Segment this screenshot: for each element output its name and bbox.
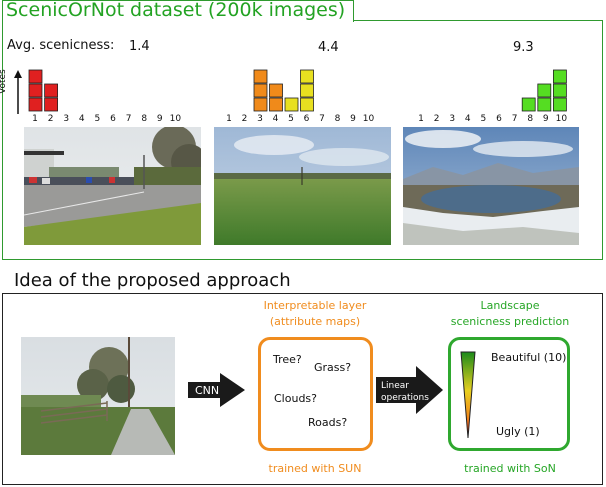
histogram-image-1 bbox=[28, 69, 59, 112]
linear-operations-arrow-icon bbox=[376, 366, 443, 414]
vote-block-1-2 bbox=[28, 83, 43, 98]
vote-block-1-1 bbox=[28, 97, 43, 112]
vote-block-10-1 bbox=[552, 97, 567, 112]
vote-block-10-2 bbox=[552, 83, 567, 98]
interpretable-layer-title: Interpretable layer (attribute maps) bbox=[245, 298, 385, 330]
tick-label: 1 bbox=[32, 114, 38, 124]
tick-label: 6 bbox=[110, 114, 116, 124]
vote-block-3-3 bbox=[253, 69, 268, 84]
vote-block-6-1 bbox=[300, 97, 314, 112]
tick-label: 4 bbox=[272, 114, 279, 124]
attribute-grass: Grass? bbox=[314, 361, 352, 374]
rural-lane-photo bbox=[21, 337, 175, 455]
tick-label: 3 bbox=[257, 114, 263, 124]
score-image-1: 1.4 bbox=[129, 39, 150, 54]
trained-with-son-label: trained with SoN bbox=[464, 462, 556, 475]
tick-label: 2 bbox=[241, 114, 248, 124]
interpretable-layer-box bbox=[258, 337, 373, 451]
vote-block-9-2 bbox=[537, 83, 552, 98]
tick-label: 8 bbox=[334, 114, 341, 124]
votes-label: Votes bbox=[0, 69, 8, 94]
tick-label: 7 bbox=[511, 114, 518, 124]
tick-label: 1 bbox=[226, 114, 232, 124]
votes-axis-arrow-icon bbox=[14, 70, 22, 114]
tick-label: 9 bbox=[350, 114, 356, 124]
scenicness-scale-wedge-icon bbox=[460, 351, 476, 439]
tick-label: 9 bbox=[542, 114, 549, 124]
dataset-title-tab bbox=[2, 0, 354, 22]
tick-label: 3 bbox=[63, 114, 70, 124]
tick-label: 6 bbox=[496, 114, 502, 124]
trained-with-sun-label: trained with SUN bbox=[268, 462, 362, 475]
vote-block-2-2 bbox=[44, 83, 59, 98]
tick-label: 2 bbox=[433, 114, 440, 124]
vote-block-2-1 bbox=[44, 97, 59, 112]
tick-label: 7 bbox=[125, 114, 132, 124]
interpretable-layer-title-line-1: Interpretable layer bbox=[263, 299, 367, 312]
attribute-roads: Roads? bbox=[308, 416, 348, 429]
tick-label: 7 bbox=[319, 114, 325, 124]
prediction-title: Landscape scenicness prediction bbox=[440, 298, 580, 330]
approach-title: Idea of the proposed approach bbox=[14, 270, 291, 291]
vote-block-4-2 bbox=[269, 83, 283, 98]
prediction-title-line-1: Landscape bbox=[480, 299, 540, 312]
prediction-title-line-2: scenicness prediction bbox=[450, 315, 570, 328]
dataset-title: ScenicOrNot dataset (200k images) bbox=[6, 0, 346, 21]
tick-label: 5 bbox=[288, 114, 294, 124]
vote-block-1-3 bbox=[28, 69, 43, 84]
tick-label: 6 bbox=[303, 114, 310, 124]
vote-block-6-2 bbox=[300, 83, 314, 98]
vote-block-4-1 bbox=[269, 97, 283, 112]
green-field-photo bbox=[214, 127, 391, 245]
cnn-arrow-icon bbox=[188, 373, 245, 407]
linear-label-line-1: Linear bbox=[381, 381, 409, 391]
tick-label: 3 bbox=[449, 114, 456, 124]
tick-label: 4 bbox=[78, 114, 85, 124]
ugly-label: Ugly (1) bbox=[496, 425, 540, 438]
tick-label: 8 bbox=[527, 114, 534, 124]
tick-label: 10 bbox=[362, 114, 375, 124]
score-image-3: 9.3 bbox=[513, 40, 534, 55]
vote-block-5-1 bbox=[284, 97, 299, 112]
linear-label-line-2: operations bbox=[381, 393, 429, 403]
snowy-lake-photo bbox=[403, 127, 579, 245]
vote-block-9-1 bbox=[537, 97, 552, 112]
prediction-box bbox=[448, 337, 570, 451]
vote-block-3-2 bbox=[253, 83, 268, 98]
interpretable-layer-title-line-2: (attribute maps) bbox=[269, 315, 361, 328]
tick-label: 9 bbox=[156, 114, 163, 124]
tick-label: 1 bbox=[418, 114, 424, 124]
tick-label: 10 bbox=[555, 114, 568, 124]
road-junction-photo bbox=[24, 127, 201, 245]
tick-label: 5 bbox=[94, 114, 101, 124]
tick-label: 4 bbox=[464, 114, 471, 124]
vote-block-6-3 bbox=[300, 69, 314, 84]
vote-block-8-1 bbox=[521, 97, 536, 112]
beautiful-label: Beautiful (10) bbox=[491, 351, 567, 364]
score-image-2: 4.4 bbox=[318, 40, 339, 55]
histogram-image-2 bbox=[253, 69, 314, 112]
vote-block-10-3 bbox=[552, 69, 567, 84]
approach-panel bbox=[2, 293, 603, 485]
avg-scenicness-label: Avg. scenicness: bbox=[7, 38, 115, 53]
attribute-tree: Tree? bbox=[273, 353, 302, 366]
vote-block-3-1 bbox=[253, 97, 268, 112]
linear-operations-label: Linear operations bbox=[381, 380, 429, 404]
tick-label: 10 bbox=[169, 114, 182, 124]
histogram-image-3 bbox=[521, 69, 567, 112]
tick-label: 5 bbox=[480, 114, 487, 124]
attribute-clouds: Clouds? bbox=[274, 392, 317, 405]
tick-label: 8 bbox=[141, 114, 148, 124]
cnn-label: CNN bbox=[195, 384, 220, 397]
tick-label: 2 bbox=[47, 114, 54, 124]
